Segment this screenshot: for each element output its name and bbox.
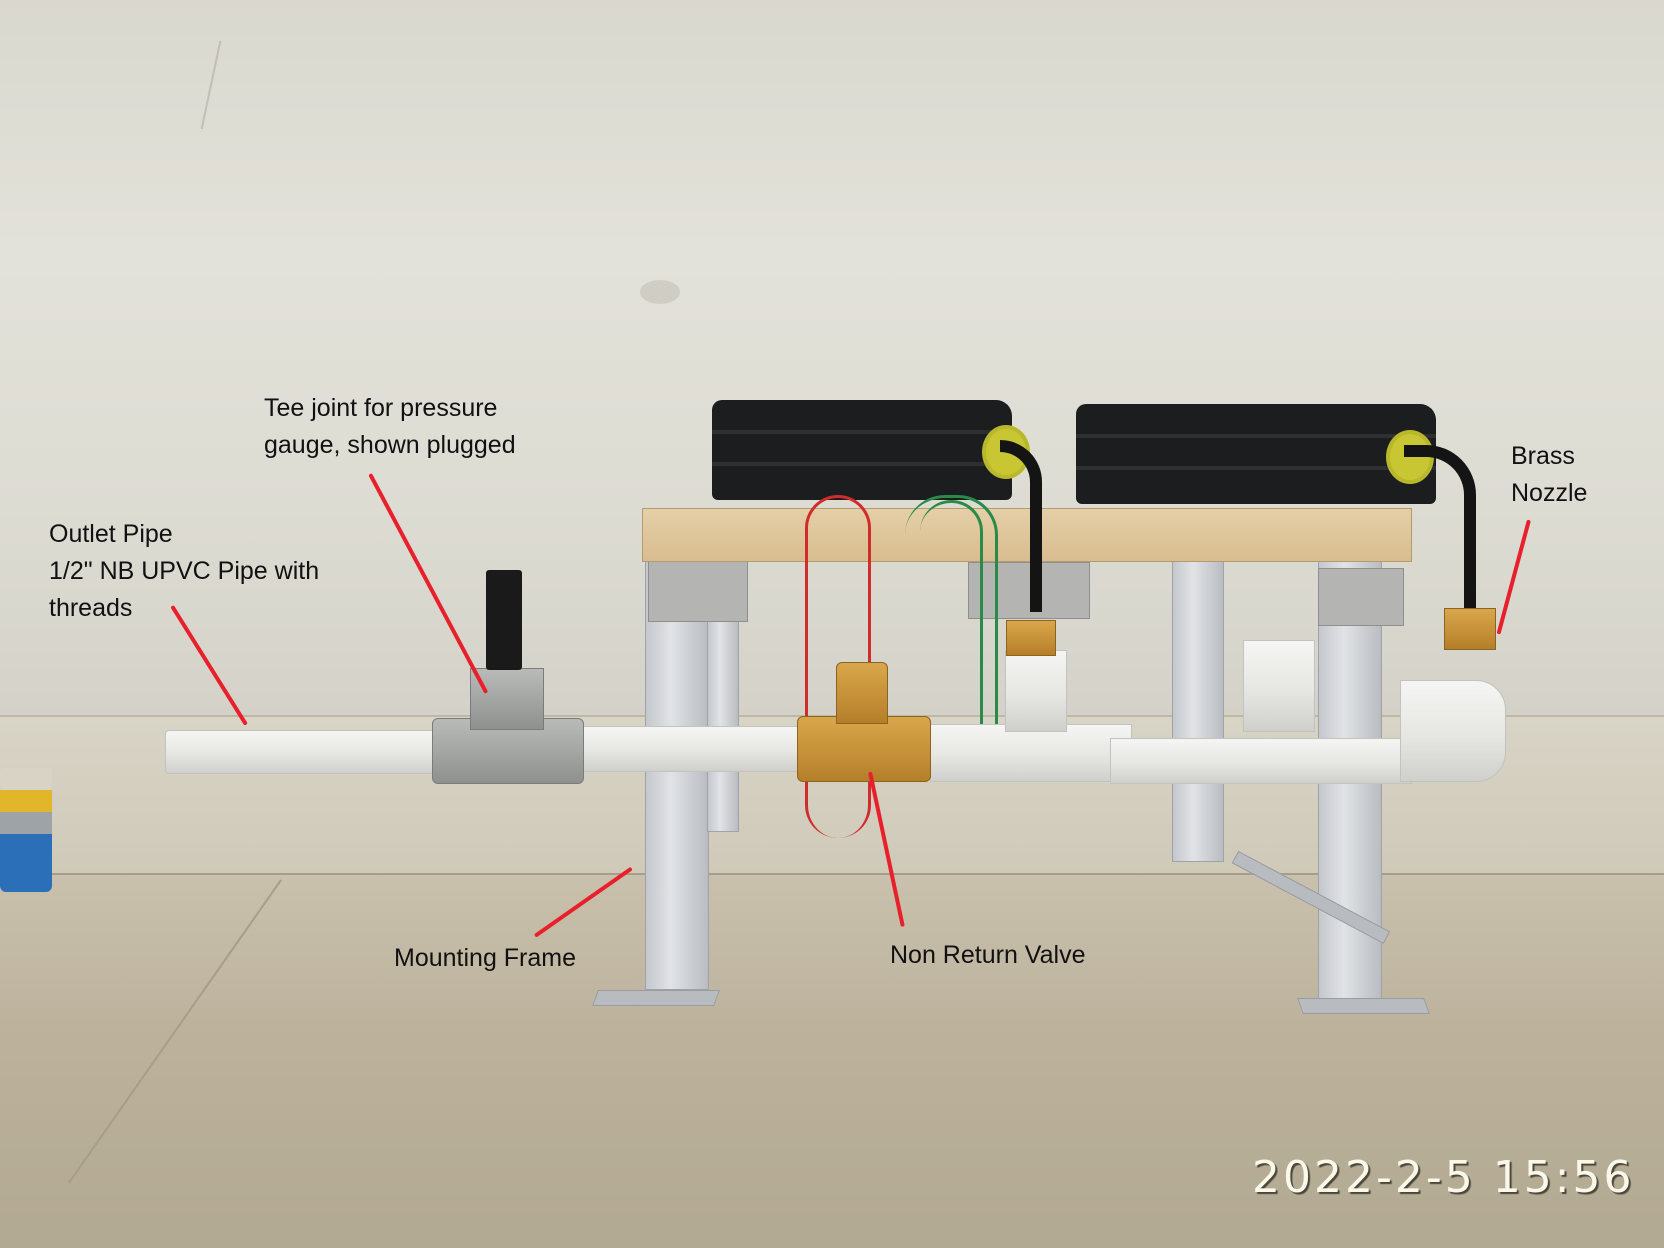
tape-roll [0, 834, 52, 892]
outlet-pipe [165, 730, 437, 774]
pvc-union [1243, 640, 1315, 732]
tape-roll [0, 812, 52, 834]
wooden-board [642, 508, 1412, 562]
mounting-plate [1318, 568, 1404, 626]
pipe-segment [578, 726, 802, 772]
brass-fitting [1006, 620, 1056, 656]
frame-foot [1297, 998, 1430, 1014]
frame-upright-right-back [1172, 560, 1224, 862]
pump-hose-right [1404, 445, 1476, 612]
pipe-segment [1110, 738, 1412, 784]
frame-upright-left [645, 560, 709, 990]
non-return-valve [797, 716, 931, 782]
tee-joint-branch [470, 668, 544, 730]
pvc-tee [930, 724, 1132, 782]
green-wire [905, 495, 998, 768]
label-brass-nozzle: Brass Nozzle [1511, 442, 1588, 507]
tee-plug [486, 570, 522, 670]
wall-patch [640, 280, 680, 304]
pvc-tee-branch [1005, 650, 1067, 732]
non-return-valve-cap [836, 662, 888, 724]
pump-left [712, 400, 1012, 500]
mounting-plate [648, 560, 748, 622]
label-tee-joint: Tee joint for pressure gauge, shown plug… [264, 394, 516, 459]
tape-roll [0, 768, 52, 790]
pump-hose-left [1000, 440, 1042, 612]
pump-right [1076, 404, 1436, 504]
label-non-return-valve: Non Return Valve [890, 941, 1086, 969]
pvc-elbow [1400, 680, 1506, 782]
label-outlet-pipe: Outlet Pipe 1/2" NB UPVC Pipe with threa… [49, 520, 320, 622]
timestamp: 2022-2-5 15:56 [1252, 1152, 1635, 1203]
green-wire [920, 500, 983, 763]
label-mounting-frame: Mounting Frame [394, 944, 577, 972]
tape-roll [0, 790, 52, 812]
frame-foot [592, 990, 720, 1006]
floor-edge [0, 873, 1664, 875]
brass-nozzle [1444, 608, 1496, 650]
